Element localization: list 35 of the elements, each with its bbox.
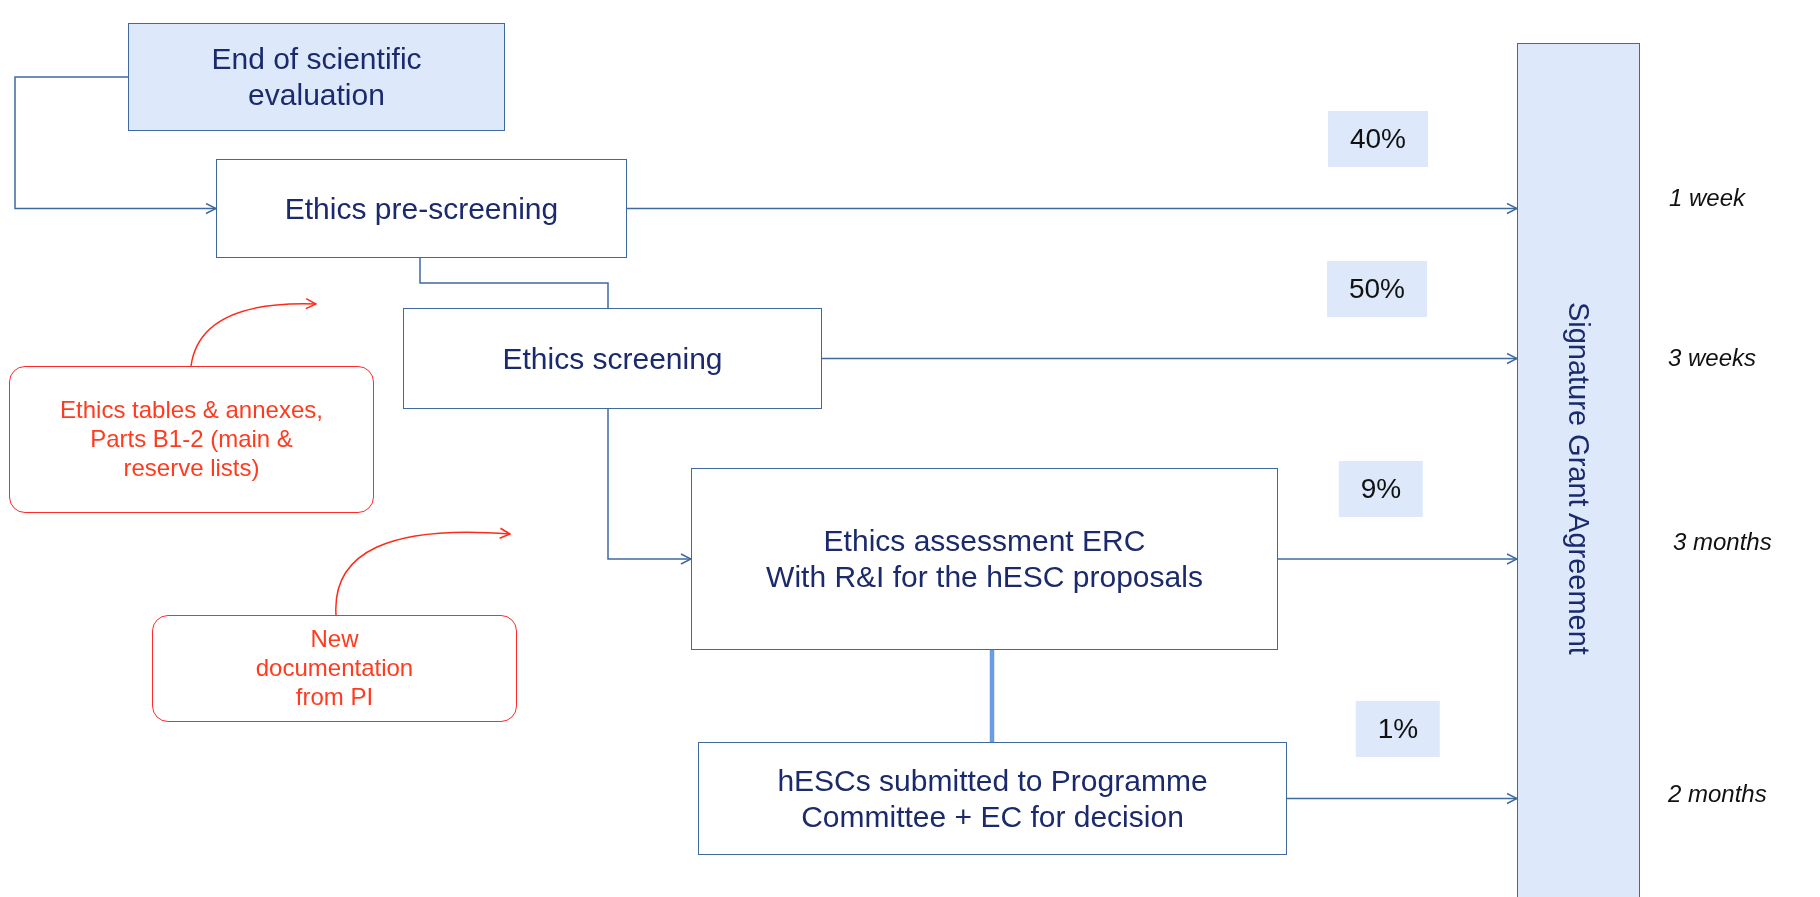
vertical-bar xyxy=(1517,43,1640,897)
edge-label: 40% xyxy=(1328,110,1428,167)
arrow xyxy=(607,408,692,565)
process-box xyxy=(691,468,1278,650)
box-label: With R&I for the hESC proposals xyxy=(766,559,1203,595)
arrow xyxy=(335,527,511,616)
edge-label: 9% xyxy=(1338,461,1424,517)
process-box xyxy=(216,159,627,258)
duration-note: 2 months xyxy=(1668,780,1767,808)
callout-box xyxy=(152,615,517,722)
box-label: hESCs submitted to Programme Committee + EC for decision xyxy=(776,762,1209,835)
duration-note: 3 months xyxy=(1673,528,1772,556)
arrow xyxy=(14,76,217,215)
duration-note: 3 weeks xyxy=(1668,344,1757,372)
box-label: Signature Grant Agreement xyxy=(1561,301,1596,655)
arrow xyxy=(190,298,317,367)
box-label: Ethics tables & annexes, Parts B1-2 (main & reserve lists) xyxy=(59,396,324,483)
box-label: End of scientific evaluation xyxy=(210,41,423,113)
edge-label: 1% xyxy=(1355,700,1441,757)
connector-line xyxy=(989,650,995,742)
box-label: New documentation from PI xyxy=(254,625,415,712)
arrow xyxy=(1286,792,1518,805)
box-label: Ethics pre-screening xyxy=(284,190,559,227)
process-box xyxy=(403,308,822,409)
edge-label: 50% xyxy=(1327,260,1427,317)
arrow xyxy=(821,352,1518,365)
arrow xyxy=(626,202,1518,215)
callout-box xyxy=(9,366,374,513)
box-label: Ethics screening xyxy=(502,340,723,377)
box-label: Ethics assessment ERC xyxy=(823,523,1146,559)
process-box xyxy=(698,742,1287,855)
process-box xyxy=(128,23,505,131)
duration-note: 1 week xyxy=(1669,184,1746,212)
arrow xyxy=(1277,553,1518,565)
connector-line xyxy=(419,257,609,309)
